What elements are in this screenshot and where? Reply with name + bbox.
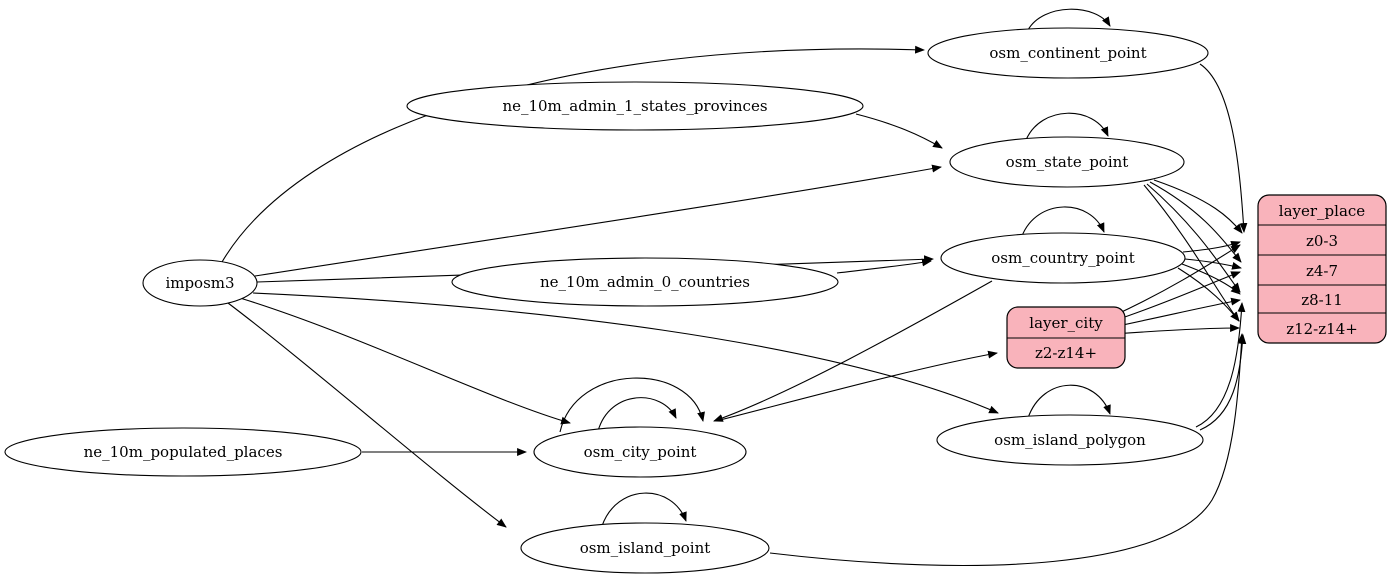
record-row-z12-z14: z12-z14+ [1286, 320, 1358, 338]
edge-imposm3-osm_island_point [227, 302, 507, 528]
self-loop-osm_city_point-outer [559, 377, 705, 433]
record-row-z0-3: z0-3 [1306, 232, 1338, 250]
edge-imposm3-osm_state_point [254, 164, 942, 277]
edge-ne_10m_admin_1_states_provinces-osm_state_point [855, 113, 943, 149]
node-label: osm_country_point [991, 249, 1135, 267]
edge-layer [221, 8, 1248, 567]
edge-ne_10m_admin_0_countries-osm_country_point [836, 258, 932, 274]
node-osm_continent_point: osm_continent_point [927, 27, 1209, 79]
node-osm_island_point: osm_island_point [520, 522, 770, 574]
node-label: osm_island_polygon [994, 431, 1146, 449]
edge-layer_city-layer_place-z8-11 [1112, 297, 1241, 328]
self-loop-osm_island_polygon [1027, 384, 1111, 419]
edge-imposm3-osm_continent_point [221, 45, 925, 263]
node-osm_city_point: osm_city_point [533, 426, 747, 478]
edge-osm_country_point-osm_city_point [713, 280, 993, 422]
record-row-z8-11: z8-11 [1301, 291, 1343, 309]
record-title: layer_place [1279, 202, 1366, 220]
edge-osm_state_point-layer_place-z0-3 [1153, 179, 1243, 234]
edge-osm_state_point-layer_place-z8-11 [1146, 183, 1241, 293]
record-title: layer_city [1029, 314, 1103, 332]
node-layer_city: layer_city z2-z14+ [1006, 306, 1126, 369]
edge-layer_city-layer_place-z4-7 [1112, 271, 1241, 322]
node-ne_10m_admin_0_countries: ne_10m_admin_0_countries [451, 257, 839, 307]
edge-imposm3-osm_island_polygon [252, 292, 999, 414]
node-osm_state_point: osm_state_point [949, 136, 1185, 188]
edge-imposm3-osm_city_point [239, 297, 571, 425]
node-osm_country_point: osm_country_point [940, 232, 1186, 284]
node-label: osm_state_point [1006, 153, 1129, 171]
edge-osm_continent_point-layer_place-z0-3 [1199, 63, 1248, 233]
edge-layer_city-layer_place-z12-z14 [1112, 324, 1240, 335]
edge-osm_island_point-layer_place-z12-z14 [769, 333, 1246, 567]
node-label: ne_10m_populated_places [84, 443, 283, 461]
record-row-z2-z14: z2-z14+ [1035, 344, 1097, 362]
edge-osm_state_point-layer_place-z12-z14 [1143, 184, 1240, 322]
self-loop-osm_island_point [601, 492, 687, 527]
edge-osm_state_point-layer_place-z4-7 [1149, 181, 1242, 263]
node-label: osm_continent_point [989, 44, 1146, 62]
node-label: ne_10m_admin_0_countries [540, 273, 750, 291]
self-loop-osm_state_point [1025, 112, 1109, 141]
node-ne_10m_populated_places: ne_10m_populated_places [4, 427, 362, 477]
self-loop-osm_city_point-inner [597, 397, 677, 432]
node-ne_10m_admin_1_states_provinces: ne_10m_admin_1_states_provinces [406, 81, 864, 131]
node-label: imposm3 [165, 274, 234, 292]
node-osm_island_polygon: osm_island_polygon [936, 414, 1204, 466]
node-label: osm_island_point [580, 539, 711, 557]
edge-layer_city-layer_place-z0-3 [1112, 244, 1241, 317]
self-loop-osm_country_point [1021, 206, 1105, 237]
edge-osm_country_point-layer_place-z0-3 [1182, 241, 1241, 253]
record-row-z4-7: z4-7 [1306, 262, 1338, 280]
edge-osm_city_point-layer_city [719, 350, 998, 421]
edge-osm_country_point-layer_place-z4-7 [1184, 258, 1242, 270]
node-label: ne_10m_admin_1_states_provinces [502, 97, 767, 115]
node-layer_place: layer_place z0-3 z4-7 z8-11 z12-z14+ [1257, 194, 1387, 344]
node-label: osm_city_point [584, 443, 697, 461]
node-imposm3: imposm3 [142, 259, 258, 307]
edge-osm_island_polygon-layer_place-z12-z14 [1199, 334, 1247, 431]
self-loop-osm_continent_point [1027, 8, 1111, 31]
edge-osm_island_polygon-layer_place-z8-11 [1195, 302, 1246, 428]
edge-osm_country_point-layer_place-z12-z14 [1177, 267, 1240, 322]
